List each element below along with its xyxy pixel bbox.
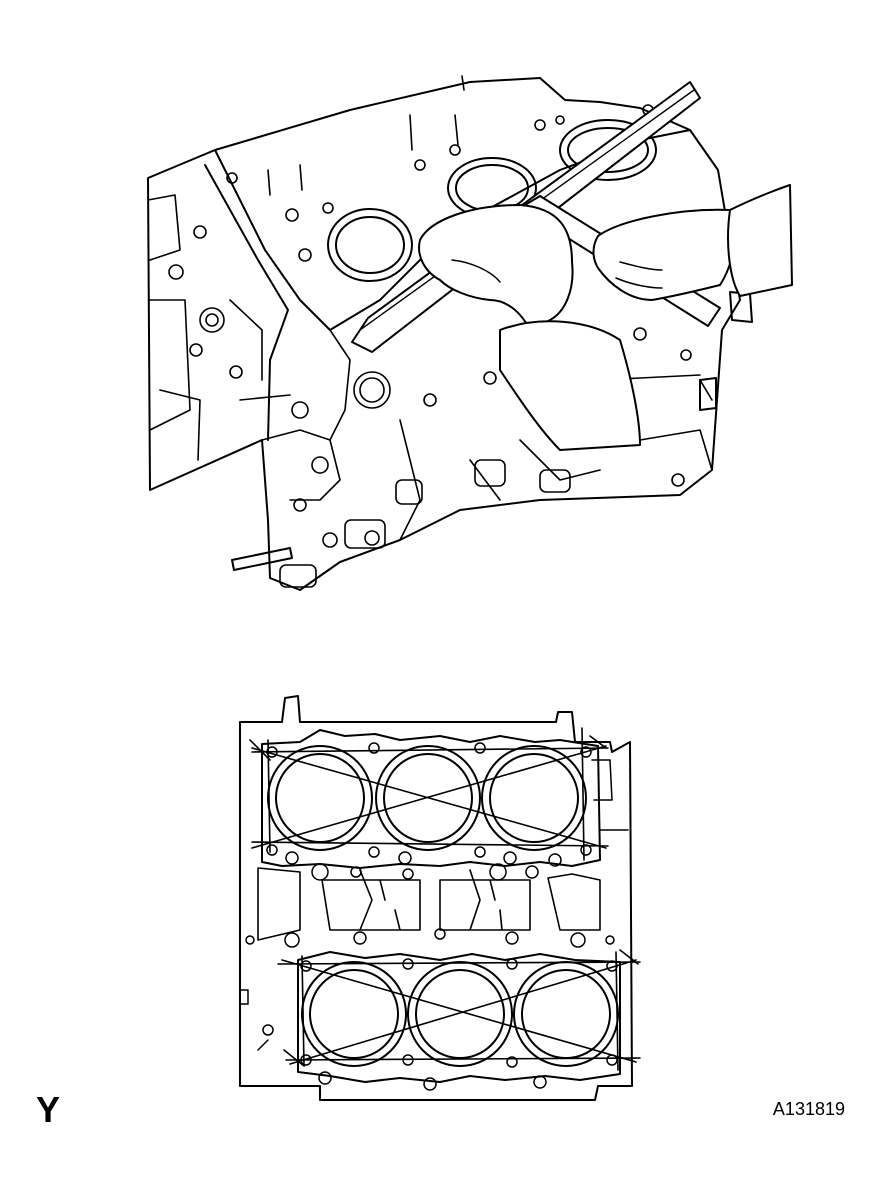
right-arm [727, 184, 793, 297]
lower-bore-1-inner [309, 969, 399, 1059]
block-side-details [239, 759, 629, 1051]
left-arm [499, 320, 641, 451]
upper-bore-2-inner [383, 753, 473, 843]
block-deck-outline [147, 77, 741, 591]
bore-3 [559, 119, 657, 181]
lower-measure-lines [277, 949, 641, 1071]
upper-engine-block-perspective [147, 75, 753, 591]
lower-bore-2-inner [415, 969, 505, 1059]
lower-bore-3-inner [521, 969, 611, 1059]
valley-holes [245, 863, 615, 948]
bore-3-inner [567, 127, 649, 173]
bore-1-inner [335, 216, 405, 274]
valley-structure [257, 867, 601, 941]
lower-engine-block-topview [239, 695, 641, 1101]
upper-measure-lines [249, 727, 609, 861]
lower-bank-outline [297, 951, 621, 1083]
right-hand [592, 208, 741, 301]
finger-lines [451, 259, 663, 289]
lower-bore-1 [301, 961, 407, 1067]
deck-edge-front [204, 164, 289, 441]
block-outline [239, 695, 633, 1101]
lower-bore-3 [513, 961, 619, 1067]
gloved-hands [418, 184, 793, 451]
upper-bore-3 [481, 745, 587, 851]
bore-1 [327, 208, 413, 282]
block-bosses [279, 459, 571, 588]
view-marker-label: Y [36, 1089, 61, 1130]
lower-bore-2 [407, 961, 513, 1067]
upper-bolt-holes [266, 742, 592, 867]
block-stud [231, 547, 293, 571]
upper-bore-3-inner [489, 753, 579, 843]
upper-bore-2 [375, 745, 481, 851]
block-side-ribs [147, 194, 713, 541]
deck-bolt-holes [168, 104, 692, 548]
upper-bore-1 [267, 745, 373, 851]
top-studs [267, 75, 465, 196]
figure-id-label: A131819 [772, 1099, 845, 1119]
left-hand [418, 204, 574, 331]
